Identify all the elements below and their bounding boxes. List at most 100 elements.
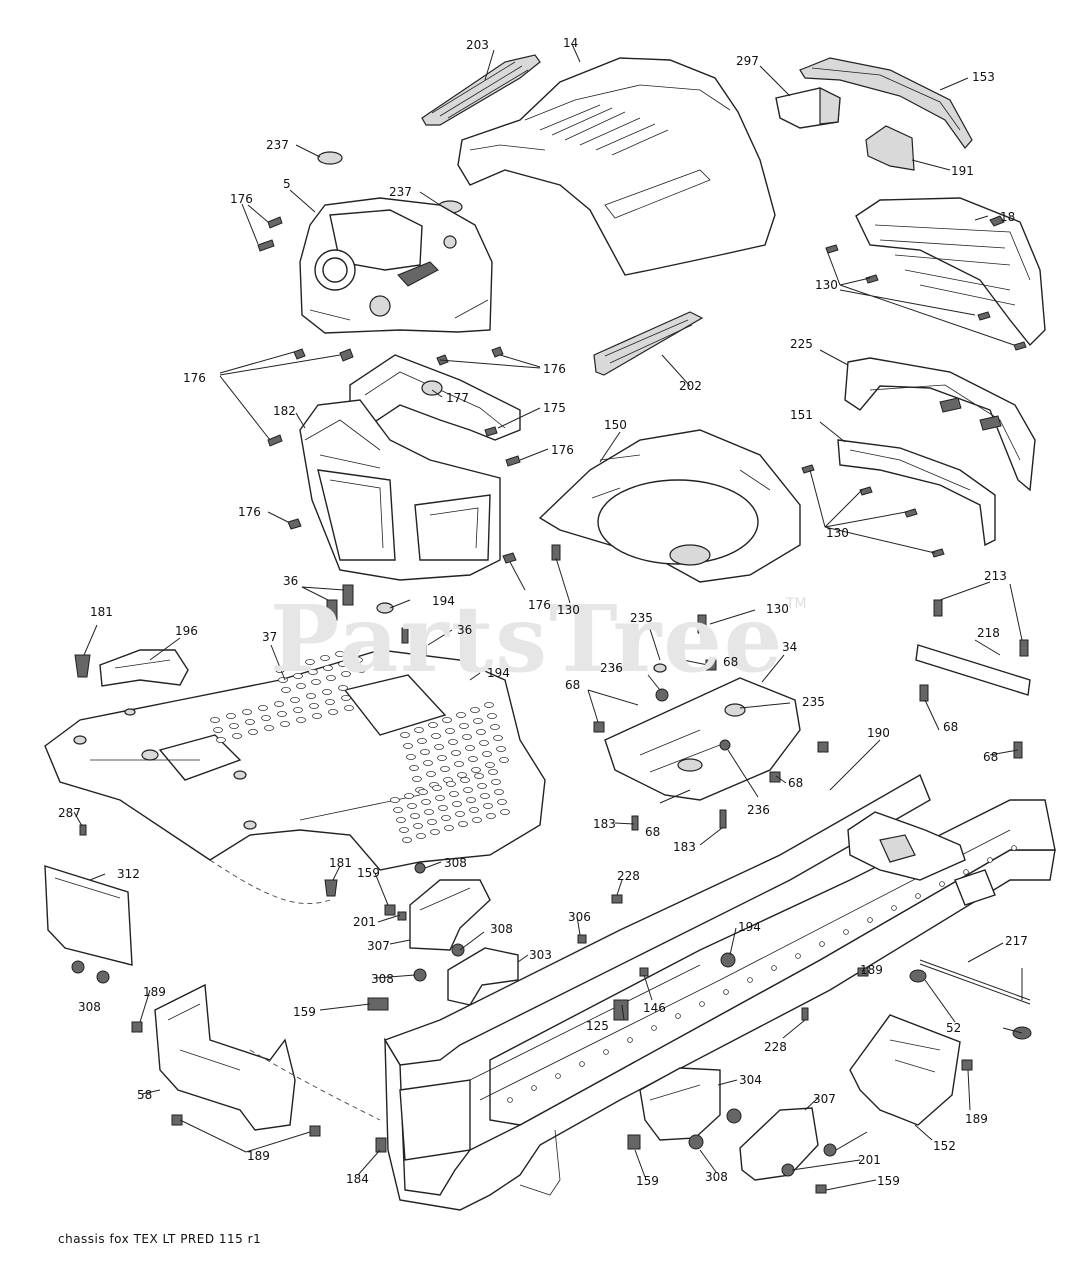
vent-slot [312,713,322,720]
vent-slot [434,744,444,751]
vent-slot [404,793,414,800]
bar-218 [915,644,1031,696]
vent-slot [418,789,428,796]
frame-hole [819,941,825,947]
vent-slot [444,825,454,832]
vent-slot [476,729,486,736]
callout-202: 202 [679,379,702,393]
callout-159-b: 159 [293,1005,316,1019]
callout-308: 308 [444,856,467,870]
vent-slot [293,673,303,680]
callout-189-c: 189 [965,1112,988,1126]
vent-slot [448,739,458,746]
vent-slot [463,787,473,794]
vent-slot [290,697,300,704]
vent-slot [423,760,433,767]
callout-36: 36 [283,574,299,588]
vent-slot [406,754,416,761]
bracket-58 [154,983,381,1131]
callout-130-d: 130 [766,602,789,616]
bolts-176-mid [267,434,521,564]
vent-slot [277,711,287,718]
diagram-footer: chassis fox TEX LT PRED 115 r1 [58,1232,262,1246]
screw-130-plate-b [697,614,707,634]
callout-213: 213 [984,569,1007,583]
vent-slot [309,703,319,710]
vent-slot [417,738,427,745]
callout-68-e: 68 [983,750,999,764]
vent-slot [216,737,226,744]
vent-slot [407,803,417,810]
frame-hole [579,1061,585,1067]
callout-176-c: 176 [543,362,566,376]
callout-308-d: 308 [78,1000,101,1014]
callout-201: 201 [353,915,376,929]
callout-176-e: 176 [238,505,261,519]
callout-190: 190 [867,726,890,740]
frame-hole [723,989,729,995]
vent-slot [328,709,338,716]
callout-225: 225 [790,337,813,351]
frame-hole [651,1025,657,1031]
callout-58: 58 [137,1088,153,1102]
vent-slot [410,813,420,820]
vent-slot [325,699,335,706]
vent-slot [435,795,445,802]
frame-hole [795,953,801,959]
callout-177: 177 [446,391,469,405]
vent-slot [296,683,306,690]
vent-slot [430,829,440,836]
callout-304: 304 [739,1073,762,1087]
bushing-52a [909,969,927,983]
seat-bracket-196 [99,649,189,687]
callout-183: 183 [593,817,616,831]
vent-slot [416,833,426,840]
callout-153: 153 [972,70,995,84]
frame-hole [771,965,777,971]
vent-slot [445,728,455,735]
vent-slot [305,659,315,666]
callout-14: 14 [563,36,579,50]
callout-308-b: 308 [490,922,513,936]
vent-slot [491,779,501,786]
vent-slot [449,791,459,798]
callout-194-b: 194 [487,666,510,680]
screw-130-plate [551,544,561,561]
callout-183-b: 183 [673,840,696,854]
plate-34 [593,659,829,801]
frame-hole [603,1049,609,1055]
part-181b [324,879,338,897]
frame-hole [531,1085,537,1091]
vent-slot [278,677,288,684]
callout-228-b: 228 [764,1040,787,1054]
vent-slot [496,746,506,753]
vent-slot [442,717,452,724]
vent-slot [306,693,316,700]
vent-slot [497,799,507,806]
vent-slot [258,705,268,712]
main-frame [383,773,1056,1211]
vent-slot [335,651,345,658]
vent-slot [451,750,461,757]
frame-hole [843,929,849,935]
callout-191: 191 [951,164,974,178]
bushing-194a [376,602,394,614]
vent-slot [438,805,448,812]
vent-slot [479,740,489,747]
vent-slot [322,689,332,696]
vent-slot [432,785,442,792]
vent-slot [426,771,436,778]
callout-146: 146 [643,1001,666,1015]
callout-68-d: 68 [788,776,804,790]
vent-slot [356,667,366,674]
vent-slot [393,807,403,814]
frame-hole [915,893,921,899]
callout-237: 237 [266,138,289,152]
vent-slot [441,815,451,822]
callout-307-b: 307 [813,1092,836,1106]
vent-slot [210,717,220,724]
vent-slot [390,797,400,804]
vent-slot [403,743,413,750]
frame-hole [867,917,873,923]
